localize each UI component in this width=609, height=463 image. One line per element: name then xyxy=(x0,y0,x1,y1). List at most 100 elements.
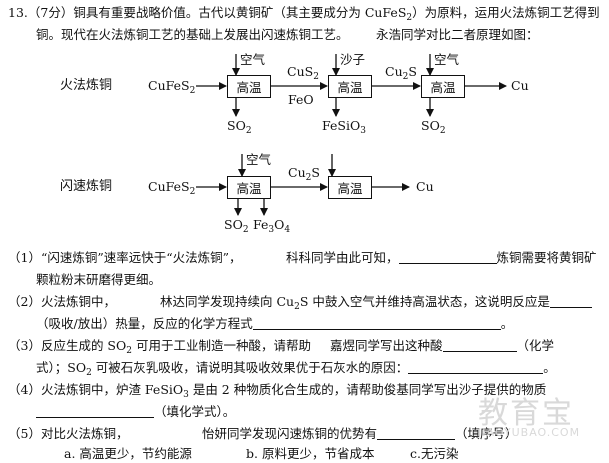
formula: SO xyxy=(227,118,246,133)
q5-line1: （5）对比火法炼铜， xyxy=(8,426,128,442)
fire-cu2s-label: Cu2S xyxy=(385,64,417,82)
flash-input-label: CuFeS2 xyxy=(148,179,195,200)
intro-text: ）为原料，运用火法炼铜工艺得到 xyxy=(412,5,600,20)
q1-line1: （1）“闪速炼铜”速率远快于“火法炼铜”， xyxy=(8,250,242,266)
subscript: 3 xyxy=(268,225,275,235)
intro-text: 永浩同学对比二者原理如图： xyxy=(376,27,539,42)
question-text: （吸收/放出）热量，反应的化学方程式 xyxy=(36,316,253,331)
flash-furnace-box-1: 高温 xyxy=(227,176,271,199)
subscript: 2 xyxy=(242,225,249,235)
fire-method-label: 火法炼铜 xyxy=(60,78,113,93)
question-text: 嘉煜同学写出这种酸 xyxy=(330,338,443,353)
fire-fesio3-label: FeSiO3 xyxy=(322,118,366,139)
fire-furnace-box-3: 高温 xyxy=(421,75,465,98)
question-text: （4）火法炼铜中，炉渣 FeSiO xyxy=(8,382,184,397)
q2-line2: （吸收/放出）热量，反应的化学方程式 。 xyxy=(36,316,513,332)
q5-option-c: c.无污染 xyxy=(410,446,459,461)
q2-line1-b: 林达同学发现持续向 Cu2S 中鼓入空气并维持高温状态，这说明反应是 xyxy=(160,294,592,315)
flash-air-label: 空气 xyxy=(246,152,272,167)
question-text: 是由 2 种物质化合生成的，请帮助俊基同学写出沙子提供的物质 xyxy=(188,382,547,397)
q1-answer-blank[interactable] xyxy=(398,250,497,264)
q3-acid-blank[interactable] xyxy=(442,338,517,352)
question-text: （5）对比火法炼铜， xyxy=(8,426,129,441)
subscript: 2 xyxy=(189,187,196,197)
formula: FeSiO xyxy=(322,118,361,133)
subscript: 2 xyxy=(245,126,252,136)
question-text: （填化学式）。 xyxy=(154,404,236,419)
question-intro-line1: 13.（7分）铜具有重要战略价值。古代以黄铜矿（其主要成分为 CuFeS2）为原… xyxy=(8,5,600,26)
subscript: 2 xyxy=(313,72,319,82)
formula: CuS xyxy=(287,64,314,79)
question-points: （7分） xyxy=(27,5,74,20)
fire-air-label-2: 空气 xyxy=(434,52,460,67)
question-intro-line2-tail: 永浩同学对比二者原理如图： xyxy=(376,27,539,43)
fire-furnace-box-2: 高温 xyxy=(328,75,372,98)
fire-air-label-1: 空气 xyxy=(240,52,266,67)
question-text: （填序号） xyxy=(455,426,518,441)
q5-option-a: a. 高温更少，节约能源 xyxy=(64,446,192,461)
subscript: 2 xyxy=(86,368,92,378)
subscript: 3 xyxy=(360,126,366,136)
question-text: 怡妍同学发现闪速炼铜的优势有 xyxy=(202,426,378,441)
fire-sand-label: 沙子 xyxy=(340,52,366,67)
question-text: 炼铜需要将黄铜矿 xyxy=(496,250,597,265)
question-text: （3）反应生成的 SO xyxy=(8,338,127,353)
flash-so2-label: SO2 xyxy=(224,217,249,238)
question-intro-line2: 铜。现代在火法炼铜工艺的基础上发展出闪速炼铜工艺。 xyxy=(36,27,349,43)
subscript: 2 xyxy=(189,86,196,96)
question-text: 。 xyxy=(500,316,514,331)
q2-line1: （2）火法炼铜中， xyxy=(8,294,116,310)
watermark-logo-en: JIAOYUBAO.COM xyxy=(478,426,581,439)
formula: Cu xyxy=(385,64,403,79)
subscript: 2 xyxy=(439,126,446,136)
question-text: 可被石灰乳吸收，请说明其吸收效果优于石灰水的原因： xyxy=(91,360,409,375)
flash-cu2s-label: Cu2S xyxy=(288,165,320,183)
formula: CuFeS xyxy=(148,179,190,194)
question-text: S 中鼓入空气并维持高温状态，这说明反应是 xyxy=(299,294,550,309)
question-text: （2）火法炼铜中， xyxy=(8,294,116,309)
q4-line1: （4）火法炼铜中，炉渣 FeSiO3 是由 2 种物质化合生成的，请帮助俊基同学… xyxy=(8,382,546,403)
q4-formula-blank[interactable] xyxy=(36,404,154,418)
subscript: 3 xyxy=(183,390,189,400)
intro-text: 铜。现代在火法炼铜工艺的基础上发展出闪速炼铜工艺。 xyxy=(36,27,349,42)
q1-line2: 颗粒粉末研磨得更细。 xyxy=(36,272,162,287)
question-number: 13. xyxy=(8,5,28,20)
question-text: 。 xyxy=(543,360,556,375)
formula: CuFeS xyxy=(148,78,190,93)
intro-text: 铜具有重要战略价值。古代以黄铜矿（其主要成分为 CuFeS xyxy=(73,5,407,20)
fire-furnace-box-1: 高温 xyxy=(227,75,271,98)
subscript: 4 xyxy=(284,225,291,235)
subscript: 2 xyxy=(402,72,409,82)
formula: SO xyxy=(421,118,440,133)
flash-method-label: 闪速炼铜 xyxy=(60,179,113,194)
q5-line1-b: 怡妍同学发现闪速炼铜的优势有 （填序号） xyxy=(202,426,518,442)
subscript: 2 xyxy=(294,302,300,312)
flash-fe3o4-label: Fe3O4 xyxy=(253,217,291,235)
q5-option-b: b. 原料更少，节省成本 xyxy=(246,446,375,461)
fire-cu-label: Cu xyxy=(511,78,529,93)
q3-line2: 式）；SO2 可被石灰乳吸收，请说明其吸收效果优于石灰水的原因： 。 xyxy=(36,360,556,381)
question-text: 科科同学由此可知， xyxy=(286,250,399,265)
fire-input-label: CuFeS2 xyxy=(148,78,195,99)
q3-reason-blank[interactable] xyxy=(408,360,544,374)
watermark-logo-cn: 教育宝 xyxy=(478,396,574,431)
subscript: 2 xyxy=(126,346,132,356)
fire-so2-label-1: SO2 xyxy=(227,118,252,139)
q5-answer-blank[interactable] xyxy=(377,426,456,440)
question-text: 式）；SO xyxy=(36,360,87,375)
fire-feo-label: FeO xyxy=(288,92,314,107)
question-text: 可用于工业制造一种酸，请帮助 xyxy=(131,338,311,353)
q3-line1: （3）反应生成的 SO2 可用于工业制造一种酸，请帮助 xyxy=(8,338,311,359)
question-text: （1）“闪速炼铜”速率远快于“火法炼铜”， xyxy=(8,250,242,265)
q2-heat-blank[interactable] xyxy=(549,294,592,308)
q2-equation-blank[interactable] xyxy=(252,316,501,330)
flash-cu-label: Cu xyxy=(416,179,434,194)
subscript: 2 xyxy=(406,13,413,23)
formula: Cu xyxy=(288,165,306,180)
fire-cus-label: CuS2 xyxy=(287,64,319,85)
fire-so2-label-2: SO2 xyxy=(421,118,446,139)
formula: Fe xyxy=(253,217,269,232)
formula: SO xyxy=(224,217,243,232)
flash-furnace-box-2: 高温 xyxy=(328,176,372,199)
